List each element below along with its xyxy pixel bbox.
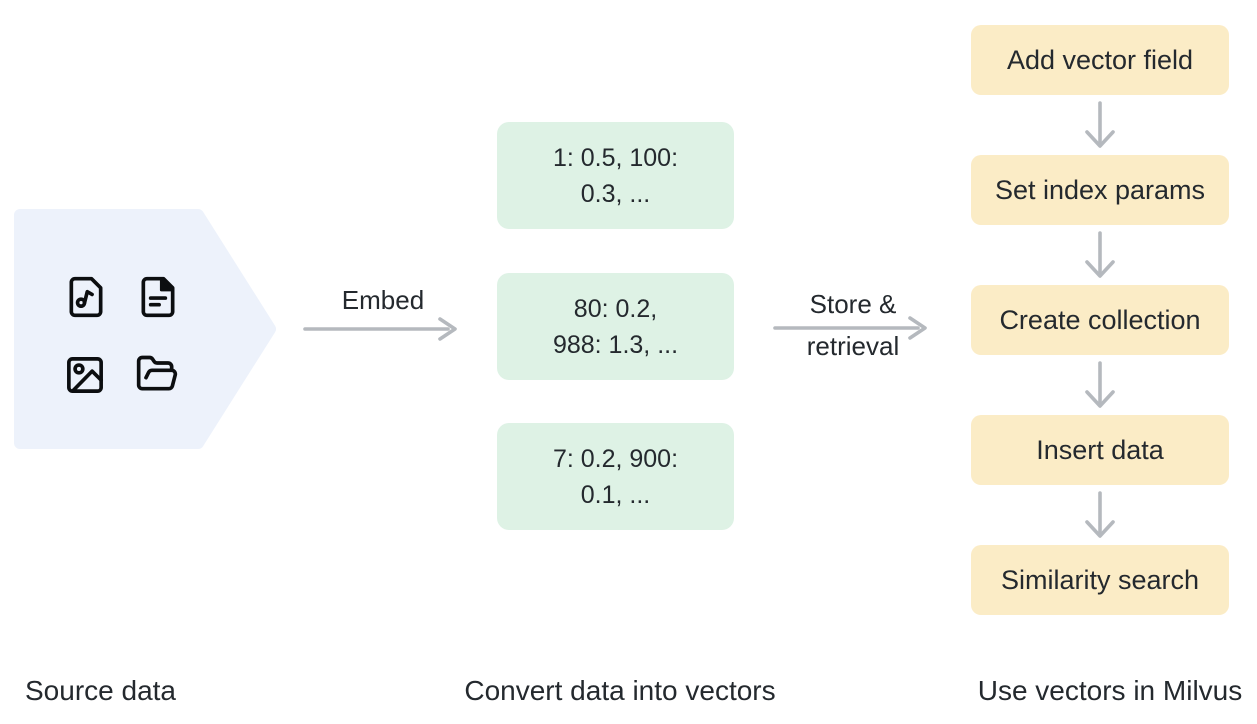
step-box-insert-data: Insert data xyxy=(971,415,1229,485)
image-icon xyxy=(63,353,107,397)
step-label: Similarity search xyxy=(1000,564,1200,595)
step-box-similarity-search: Similarity search xyxy=(971,545,1229,615)
vector-box-3: 7: 0.2, 900: 0.1, ... xyxy=(497,423,734,530)
embed-arrow-label: Embed xyxy=(341,285,425,315)
step-label: Create collection xyxy=(999,304,1201,335)
embed-arrow-icon xyxy=(303,317,457,341)
step-label: Set index params xyxy=(994,174,1206,205)
down-arrow-icon xyxy=(1085,361,1115,408)
caption-use-vectors: Use vectors in Milvus xyxy=(977,675,1243,706)
step-box-set-index-params: Set index params xyxy=(971,155,1229,225)
caption-source-data: Source data xyxy=(25,675,176,706)
step-box-add-vector-field: Add vector field xyxy=(971,25,1229,95)
vector-box-1: 1: 0.5, 100: 0.3, ... xyxy=(497,122,734,229)
vector-box-3-line2: 0.1, ... xyxy=(580,480,651,509)
source-data-shape xyxy=(14,209,276,449)
down-arrow-icon xyxy=(1085,491,1115,538)
vector-box-2-line1: 80: 0.2, xyxy=(573,294,658,323)
vector-box-1-line2: 0.3, ... xyxy=(580,179,651,208)
folder-open-icon xyxy=(135,352,179,396)
step-box-create-collection: Create collection xyxy=(971,285,1229,355)
file-music-icon xyxy=(64,275,108,319)
step-label: Add vector field xyxy=(1006,44,1194,75)
down-arrow-icon xyxy=(1085,101,1115,148)
store-arrow-label-line1: Store & xyxy=(809,289,897,319)
file-text-icon xyxy=(136,275,180,319)
vector-box-3-line1: 7: 0.2, 900: xyxy=(552,444,679,473)
store-arrow-label-line2: retrieval xyxy=(806,331,900,361)
down-arrow-icon xyxy=(1085,231,1115,278)
caption-convert-data: Convert data into vectors xyxy=(464,675,776,706)
vector-box-2: 80: 0.2, 988: 1.3, ... xyxy=(497,273,734,380)
vector-box-1-line1: 1: 0.5, 100: xyxy=(552,143,679,172)
step-label: Insert data xyxy=(1036,434,1164,465)
store-arrow-icon xyxy=(773,316,927,340)
vector-box-2-line2: 988: 1.3, ... xyxy=(552,330,679,359)
